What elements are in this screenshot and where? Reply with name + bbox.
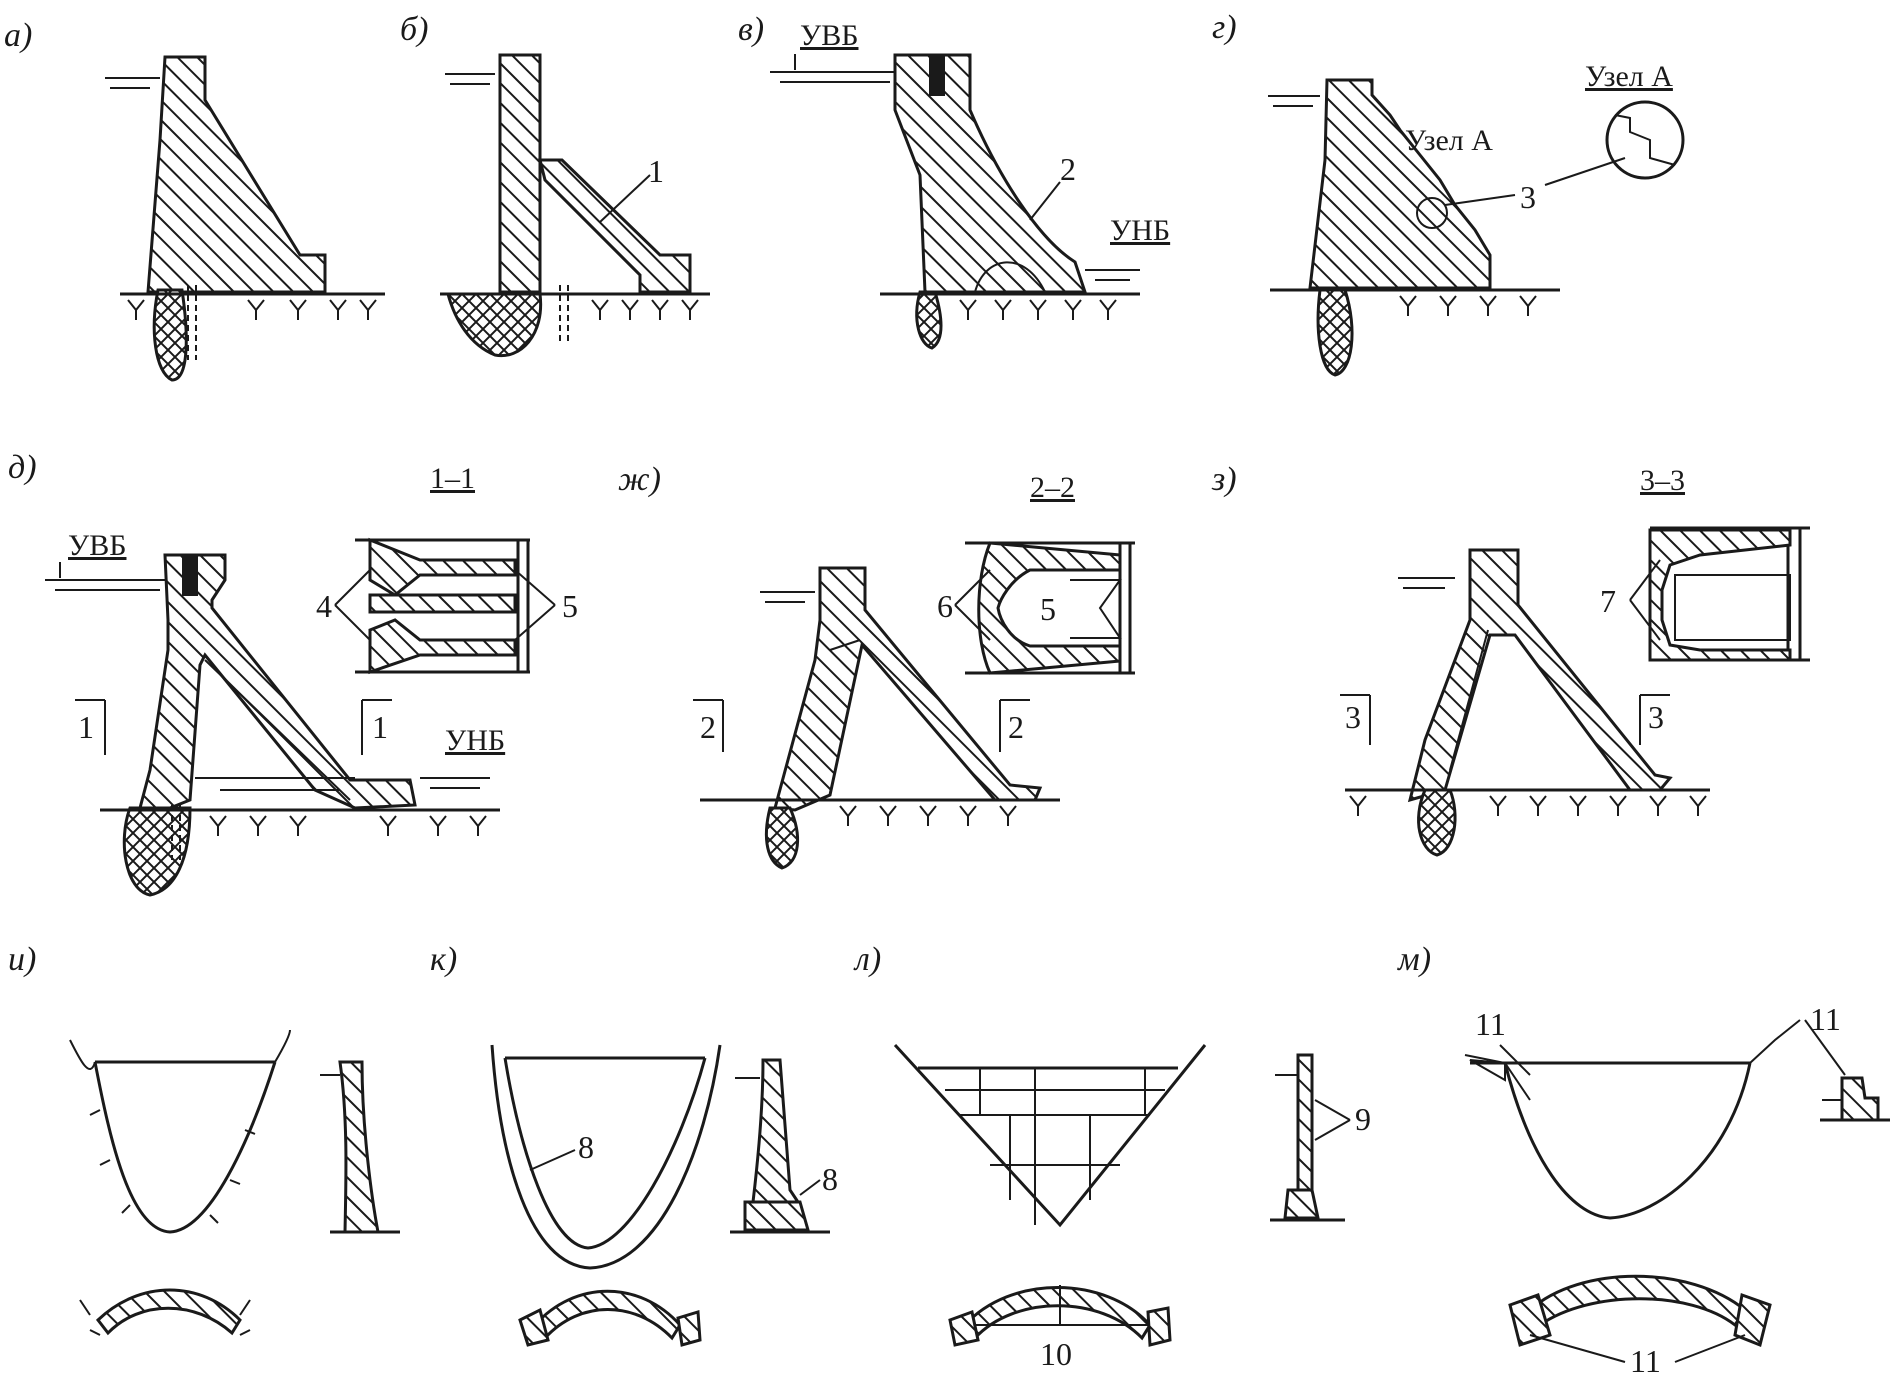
panel-v: в) УВБ УНБ 2 — [738, 11, 1170, 350]
multiple-arch-dam — [138, 553, 417, 812]
callout-11a: 11 — [1475, 1006, 1506, 1042]
panel-k: к) 8 8 — [430, 941, 838, 1347]
panel-b: б) 1 — [400, 11, 710, 358]
callout-10: 10 — [1040, 1336, 1072, 1372]
arch-dam-plan — [95, 1288, 242, 1336]
node-a-detail-label: Узел А — [1585, 60, 1673, 93]
node-a-detail — [1605, 100, 1685, 180]
panel-label-z: з) — [1211, 461, 1237, 498]
panel-g: г) Узел А 3 Узел А — [1212, 9, 1685, 377]
panel-a: а) — [4, 17, 385, 382]
panel-label-g: г) — [1212, 9, 1237, 46]
panel-label-a: а) — [4, 17, 32, 54]
arch-dam-valley — [93, 1061, 277, 1234]
section-2-2-label: 2–2 — [1030, 471, 1075, 504]
callout-8b: 8 — [822, 1161, 838, 1197]
multiple-arch-valley — [893, 1043, 1207, 1228]
grout-curtain — [152, 288, 188, 382]
section-mark-1-right: 1 — [372, 709, 388, 745]
section-mark-1-left: 1 — [78, 709, 94, 745]
callout-11b: 11 — [1810, 1001, 1841, 1037]
callout-7: 7 — [1600, 583, 1616, 619]
panel-label-v: в) — [738, 11, 764, 48]
callout-5b: 5 — [1040, 591, 1056, 627]
panel-label-i: и) — [8, 941, 36, 978]
downstream-level-d: УНБ — [445, 724, 505, 757]
upstream-level-v: УВБ — [800, 19, 858, 52]
buttress-dam — [773, 566, 1043, 812]
arch-with-pulvino — [1528, 1274, 1748, 1328]
massive-buttress-dam — [1407, 548, 1673, 803]
section-3-3-label: 3–3 — [1640, 464, 1685, 497]
node-a-marker — [1416, 197, 1448, 229]
callout-6: 6 — [937, 588, 953, 624]
panel-l: л) 9 10 — [853, 941, 1371, 1372]
callout-5: 5 — [562, 588, 578, 624]
section-1-1-label: 1–1 — [430, 462, 475, 495]
section-mark-2-right: 2 — [1008, 709, 1024, 745]
section-mark-2-left: 2 — [700, 709, 716, 745]
grout-curtain-b — [446, 292, 543, 358]
panel-label-b: б) — [400, 11, 428, 48]
node-a-label: Узел А — [1405, 124, 1493, 157]
panel-label-m: м) — [1397, 941, 1431, 978]
arch-dam-section — [338, 1060, 380, 1234]
buttress-wall — [498, 53, 542, 294]
panel-label-zh: ж) — [618, 461, 661, 498]
callout-1: 1 — [648, 153, 664, 189]
section-mark-3-left: 3 — [1345, 699, 1361, 735]
overflow-dam-body — [893, 53, 1088, 294]
callout-4: 4 — [316, 588, 332, 624]
upstream-level-d: УВБ — [68, 529, 126, 562]
stepped-dam-body — [1308, 78, 1492, 290]
callout-11c: 11 — [1630, 1343, 1661, 1379]
panel-zh: ж) 2 2 2–2 6 5 — [618, 461, 1135, 870]
panel-i: и) — [8, 941, 400, 1336]
panel-label-d: д) — [8, 449, 37, 486]
gravity-dam-body — [146, 55, 327, 294]
callout-8a: 8 — [578, 1129, 594, 1165]
gate — [929, 54, 945, 96]
callout-2: 2 — [1060, 151, 1076, 187]
panel-m: м) 11 11 11 — [1397, 941, 1890, 1379]
section-mark-3-right: 3 — [1648, 699, 1664, 735]
callout-3: 3 — [1520, 179, 1536, 215]
panel-label-l: л) — [853, 941, 881, 978]
buttress-slab — [538, 158, 692, 294]
panel-d: д) УВБ УНБ 1 1 1–1 4 — [8, 449, 578, 897]
callout-9: 9 — [1355, 1101, 1371, 1137]
downstream-level-v: УНБ — [1110, 214, 1170, 247]
panel-z: з) 3 3 3–3 7 — [1211, 461, 1810, 857]
panel-label-k: к) — [430, 941, 457, 978]
perimeter-joint-foundation — [743, 1200, 810, 1232]
